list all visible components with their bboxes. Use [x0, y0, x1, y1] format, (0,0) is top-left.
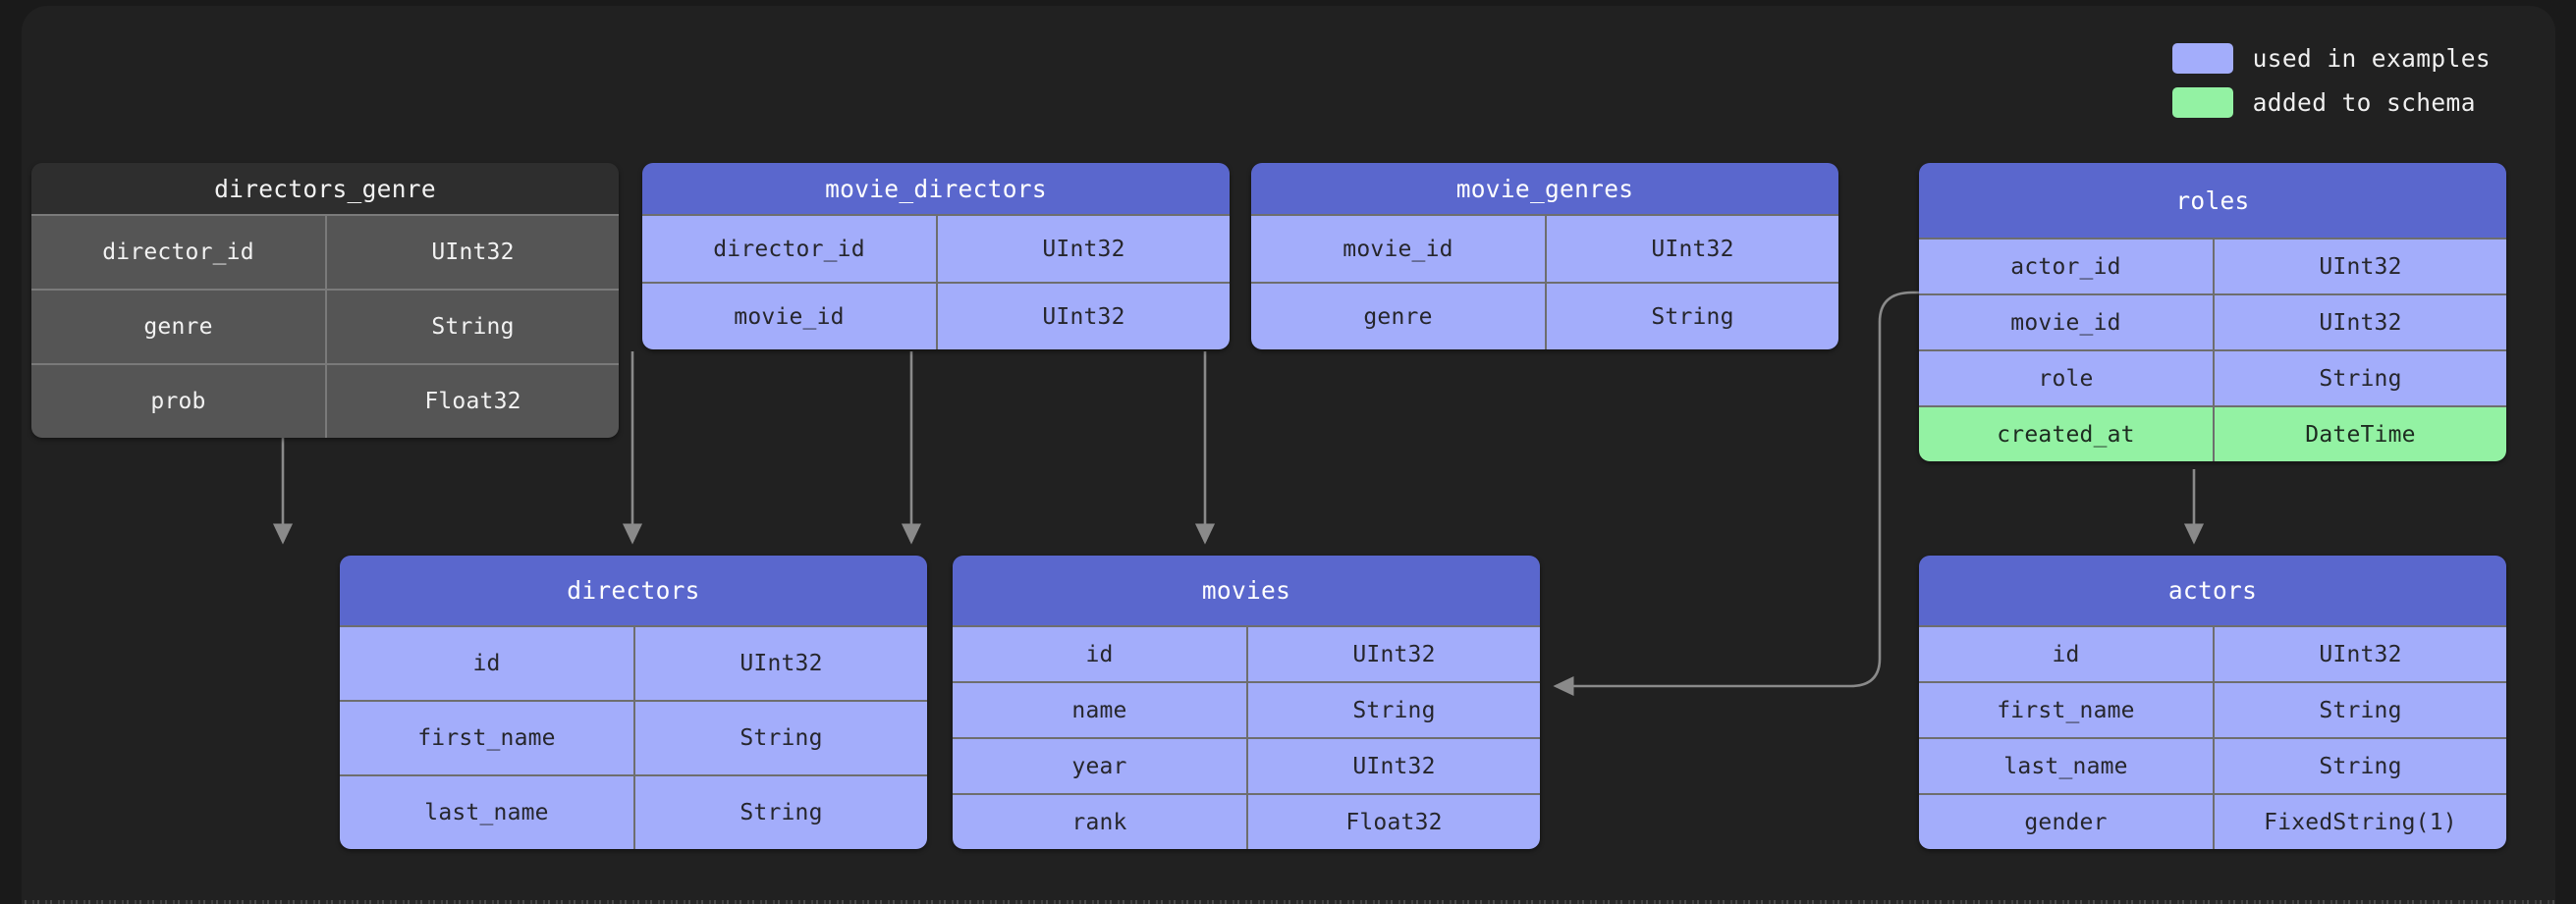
column-name-actors-gender: gender: [1919, 795, 2213, 849]
table-title-directors: directors: [340, 556, 927, 625]
column-type-directors_genre-director_id: UInt32: [325, 216, 619, 289]
column-name-movies-name: name: [953, 683, 1246, 737]
column-type-actors-last_name: String: [2213, 739, 2506, 793]
column-name-movie_genres-movie_id: movie_id: [1251, 216, 1545, 282]
legend-item-added-to-schema: added to schema: [2171, 87, 2491, 118]
table-title-movie_directors: movie_directors: [642, 163, 1230, 214]
edge-roles-movies: [1553, 291, 1919, 697]
column-name-directors_genre-genre: genre: [31, 291, 325, 363]
column-type-movies-id: UInt32: [1246, 627, 1540, 681]
column-name-movie_directors-movie_id: movie_id: [642, 284, 936, 349]
column-name-movies-rank: rank: [953, 795, 1246, 849]
column-type-movie_directors-director_id: UInt32: [936, 216, 1230, 282]
column-name-movies-id: id: [953, 627, 1246, 681]
column-type-directors-first_name: String: [633, 702, 927, 774]
legend-item-used-in-examples: used in examples: [2171, 43, 2491, 74]
column-type-directors_genre-genre: String: [325, 291, 619, 363]
table-title-roles: roles: [1919, 163, 2506, 238]
column-name-actors-id: id: [1919, 627, 2213, 681]
legend-swatch-green: [2171, 87, 2233, 118]
column-name-roles-movie_id: movie_id: [1919, 295, 2213, 349]
column-name-actors-first_name: first_name: [1919, 683, 2213, 737]
column-type-roles-movie_id: UInt32: [2213, 295, 2506, 349]
column-name-roles-created_at: created_at: [1919, 407, 2213, 461]
column-name-directors_genre-director_id: director_id: [31, 216, 325, 289]
table-title-movies: movies: [953, 556, 1540, 625]
column-name-movie_directors-director_id: director_id: [642, 216, 936, 282]
legend-label-used-in-examples: used in examples: [2252, 44, 2491, 73]
legend-label-added-to-schema: added to schema: [2252, 88, 2476, 117]
column-name-roles-role: role: [1919, 351, 2213, 405]
table-title-movie_genres: movie_genres: [1251, 163, 1838, 214]
column-name-directors-last_name: last_name: [340, 776, 633, 849]
diagram-canvas: used in examples added to schema directo…: [22, 6, 2555, 904]
column-type-movie_directors-movie_id: UInt32: [936, 284, 1230, 349]
legend: used in examples added to schema: [2171, 43, 2491, 118]
column-type-roles-created_at: DateTime: [2213, 407, 2506, 461]
column-type-roles-actor_id: UInt32: [2213, 239, 2506, 293]
column-type-directors-id: UInt32: [633, 627, 927, 700]
column-type-actors-first_name: String: [2213, 683, 2506, 737]
column-name-roles-actor_id: actor_id: [1919, 239, 2213, 293]
column-type-movies-name: String: [1246, 683, 1540, 737]
column-type-movie_genres-movie_id: UInt32: [1545, 216, 1838, 282]
column-name-movie_genres-genre: genre: [1251, 284, 1545, 349]
column-name-actors-last_name: last_name: [1919, 739, 2213, 793]
column-type-movies-rank: Float32: [1246, 795, 1540, 849]
column-name-movies-year: year: [953, 739, 1246, 793]
legend-swatch-blue: [2171, 43, 2233, 74]
column-name-directors_genre-prob: prob: [31, 365, 325, 438]
column-type-actors-gender: FixedString(1): [2213, 795, 2506, 849]
column-name-directors-first_name: first_name: [340, 702, 633, 774]
column-type-roles-role: String: [2213, 351, 2506, 405]
column-type-movies-year: UInt32: [1246, 739, 1540, 793]
table-title-actors: actors: [1919, 556, 2506, 625]
table-title-directors_genre: directors_genre: [31, 163, 619, 214]
column-type-movie_genres-genre: String: [1545, 284, 1838, 349]
column-type-actors-id: UInt32: [2213, 627, 2506, 681]
cutoff-text-sliver: [22, 900, 2555, 904]
column-type-directors-last_name: String: [633, 776, 927, 849]
column-name-directors-id: id: [340, 627, 633, 700]
column-type-directors_genre-prob: Float32: [325, 365, 619, 438]
